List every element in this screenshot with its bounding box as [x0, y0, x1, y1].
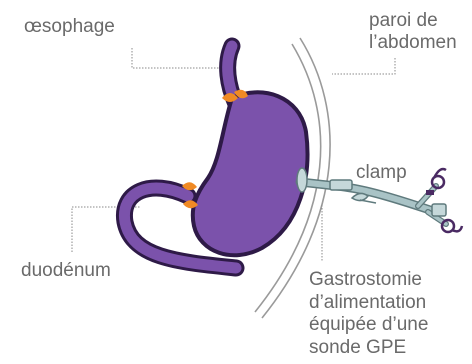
clamp-label: clamp	[356, 162, 407, 184]
y-connector-icon	[418, 169, 462, 232]
gastrostomy-label: Gastrostomie d’alimentation équipée d’un…	[309, 269, 428, 359]
gastrostomy-label-line2: d’alimentation	[309, 292, 428, 315]
abdominal-wall-label-line1: paroi de	[369, 10, 457, 32]
gastrostomy-label-line4: sonde GPE	[309, 337, 428, 360]
duodenum-label: duodénum	[21, 260, 111, 282]
external-bumper	[297, 168, 307, 192]
gastrostomy-label-line1: Gastrostomie	[309, 269, 428, 292]
stomach	[193, 92, 308, 255]
gastrostomy-label-line3: équipée d’une	[309, 314, 428, 337]
abdominal-wall-label-line2: l’abdomen	[369, 32, 457, 54]
oesophage-leader	[132, 48, 225, 68]
oesophage-label: œsophage	[24, 16, 115, 38]
paroi-leader	[332, 58, 395, 74]
abdominal-wall-label: paroi de l’abdomen	[369, 10, 457, 54]
